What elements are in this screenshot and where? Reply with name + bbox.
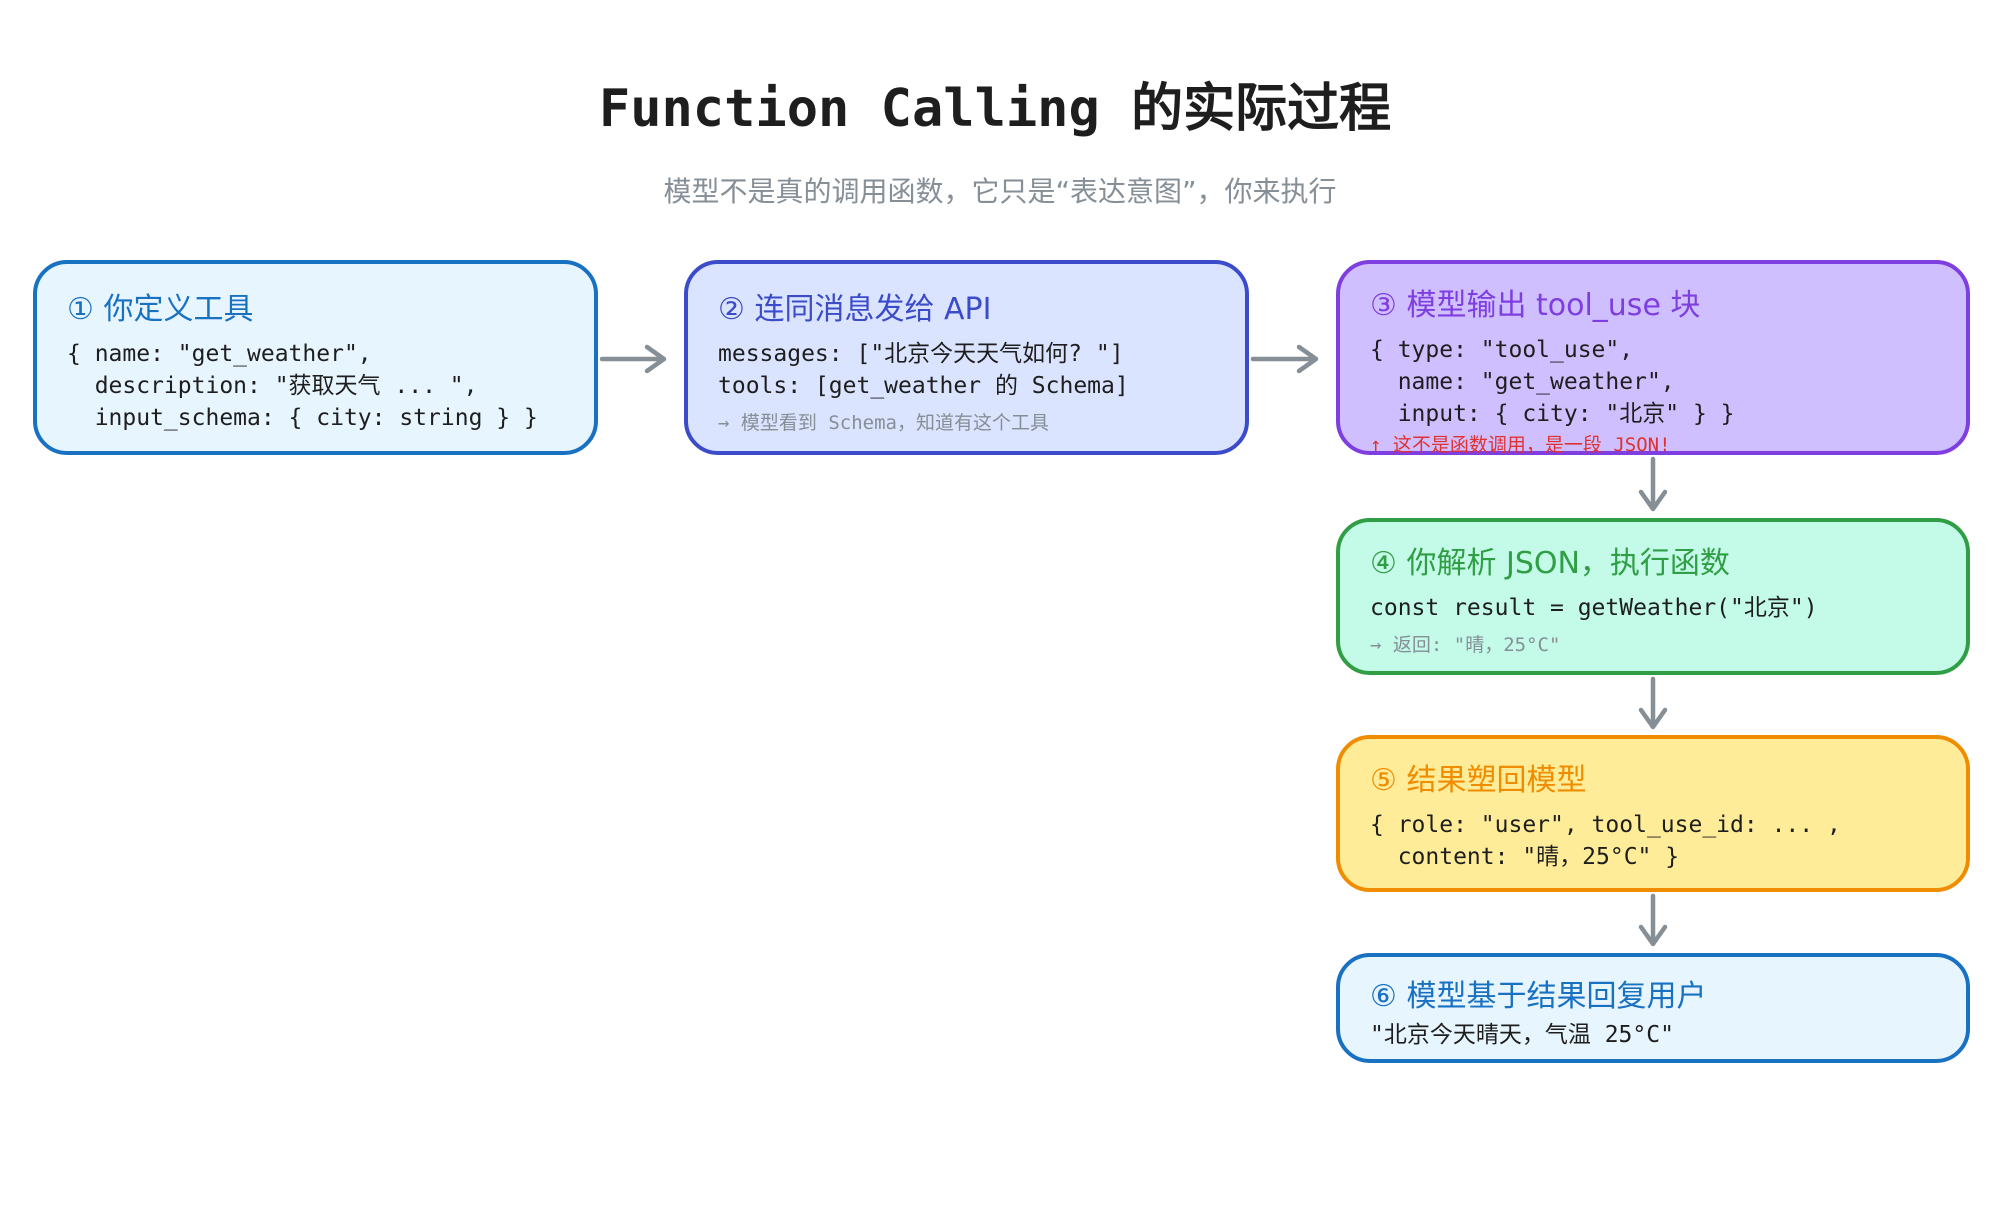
step-1-code-line: description: "获取天气 ... ", bbox=[67, 373, 478, 399]
step-4-parse-execute-box: ④ 你解析 JSON，执行函数 const result = getWeathe… bbox=[1336, 518, 1970, 675]
step-5-code-line: { role: "user", tool_use_id: ... , bbox=[1370, 812, 1841, 838]
step-3-tool-use-box: ③ 模型输出 tool_use 块 { type: "tool_use", na… bbox=[1336, 260, 1970, 456]
step-3-code-line: { type: "tool_use", bbox=[1370, 337, 1634, 363]
step-1-title-text: 你定义工具 bbox=[103, 292, 254, 327]
step-3-code-line: input: { city: "北京" } } bbox=[1370, 401, 1735, 427]
arrow-step4-to-step5 bbox=[1638, 676, 1668, 730]
step-2-note: → 模型看到 Schema，知道有这个工具 bbox=[718, 412, 1049, 434]
step-4-note: → 返回: "晴，25°C" bbox=[1370, 634, 1561, 656]
step-6-title: ⑥ 模型基于结果回复用户 bbox=[1370, 977, 1938, 1017]
step-6-marker: ⑥ bbox=[1370, 979, 1397, 1014]
step-3-marker: ③ bbox=[1370, 288, 1397, 323]
step-6-reply-user-box: ⑥ 模型基于结果回复用户 "北京今天晴天，气温 25°C" bbox=[1336, 953, 1970, 1063]
step-2-marker: ② bbox=[718, 292, 745, 327]
page-title: Function Calling 的实际过程 bbox=[598, 79, 1392, 139]
arrow-step3-to-step4 bbox=[1638, 456, 1668, 512]
step-1-code-line: input_schema: { city: string } } bbox=[67, 405, 538, 431]
step-5-marker: ⑤ bbox=[1370, 763, 1397, 798]
arrow-step2-to-step3 bbox=[1250, 344, 1319, 374]
step-2-code-line: tools: [get_weather 的 Schema] bbox=[718, 373, 1129, 399]
step-5-code-line: content: "晴，25°C" } bbox=[1370, 844, 1680, 870]
step-3-title-text: 模型输出 tool_use 块 bbox=[1406, 288, 1701, 323]
step-4-marker: ④ bbox=[1370, 546, 1397, 581]
page-subtitle: 模型不是真的调用函数，它只是“表达意图”，你来执行 bbox=[663, 175, 1337, 208]
step-2-title: ② 连同消息发给 API bbox=[718, 290, 1217, 330]
step-1-define-tool-box: ① 你定义工具 { name: "get_weather", descripti… bbox=[33, 260, 598, 455]
step-5-return-result-box: ⑤ 结果塑回模型 { role: "user", tool_use_id: ..… bbox=[1336, 735, 1970, 892]
arrow-step5-to-step6 bbox=[1638, 893, 1668, 947]
step-2-code-line: messages: ["北京今天天气如何? "] bbox=[718, 341, 1124, 367]
step-5-title: ⑤ 结果塑回模型 bbox=[1370, 761, 1938, 801]
step-3-warning: ↑ 这不是函数调用，是一段 JSON! bbox=[1370, 434, 1671, 456]
step-1-title: ① 你定义工具 bbox=[67, 290, 566, 330]
step-3-code-line: name: "get_weather", bbox=[1370, 369, 1675, 395]
step-4-title: ④ 你解析 JSON，执行函数 bbox=[1370, 544, 1938, 584]
step-1-code-line: { name: "get_weather", bbox=[67, 341, 372, 367]
arrow-step1-to-step2 bbox=[599, 344, 667, 374]
step-6-code-line: "北京今天晴天，气温 25°C" bbox=[1370, 1022, 1674, 1048]
step-3-title: ③ 模型输出 tool_use 块 bbox=[1370, 286, 1938, 326]
step-4-title-text: 你解析 JSON，执行函数 bbox=[1406, 546, 1730, 581]
step-2-send-api-box: ② 连同消息发给 API messages: ["北京今天天气如何? "] to… bbox=[684, 260, 1249, 455]
step-2-title-text: 连同消息发给 API bbox=[754, 292, 992, 327]
step-5-title-text: 结果塑回模型 bbox=[1406, 763, 1587, 798]
step-6-title-text: 模型基于结果回复用户 bbox=[1406, 979, 1707, 1014]
step-1-marker: ① bbox=[67, 292, 94, 327]
step-4-code-line: const result = getWeather("北京") bbox=[1370, 595, 1818, 621]
